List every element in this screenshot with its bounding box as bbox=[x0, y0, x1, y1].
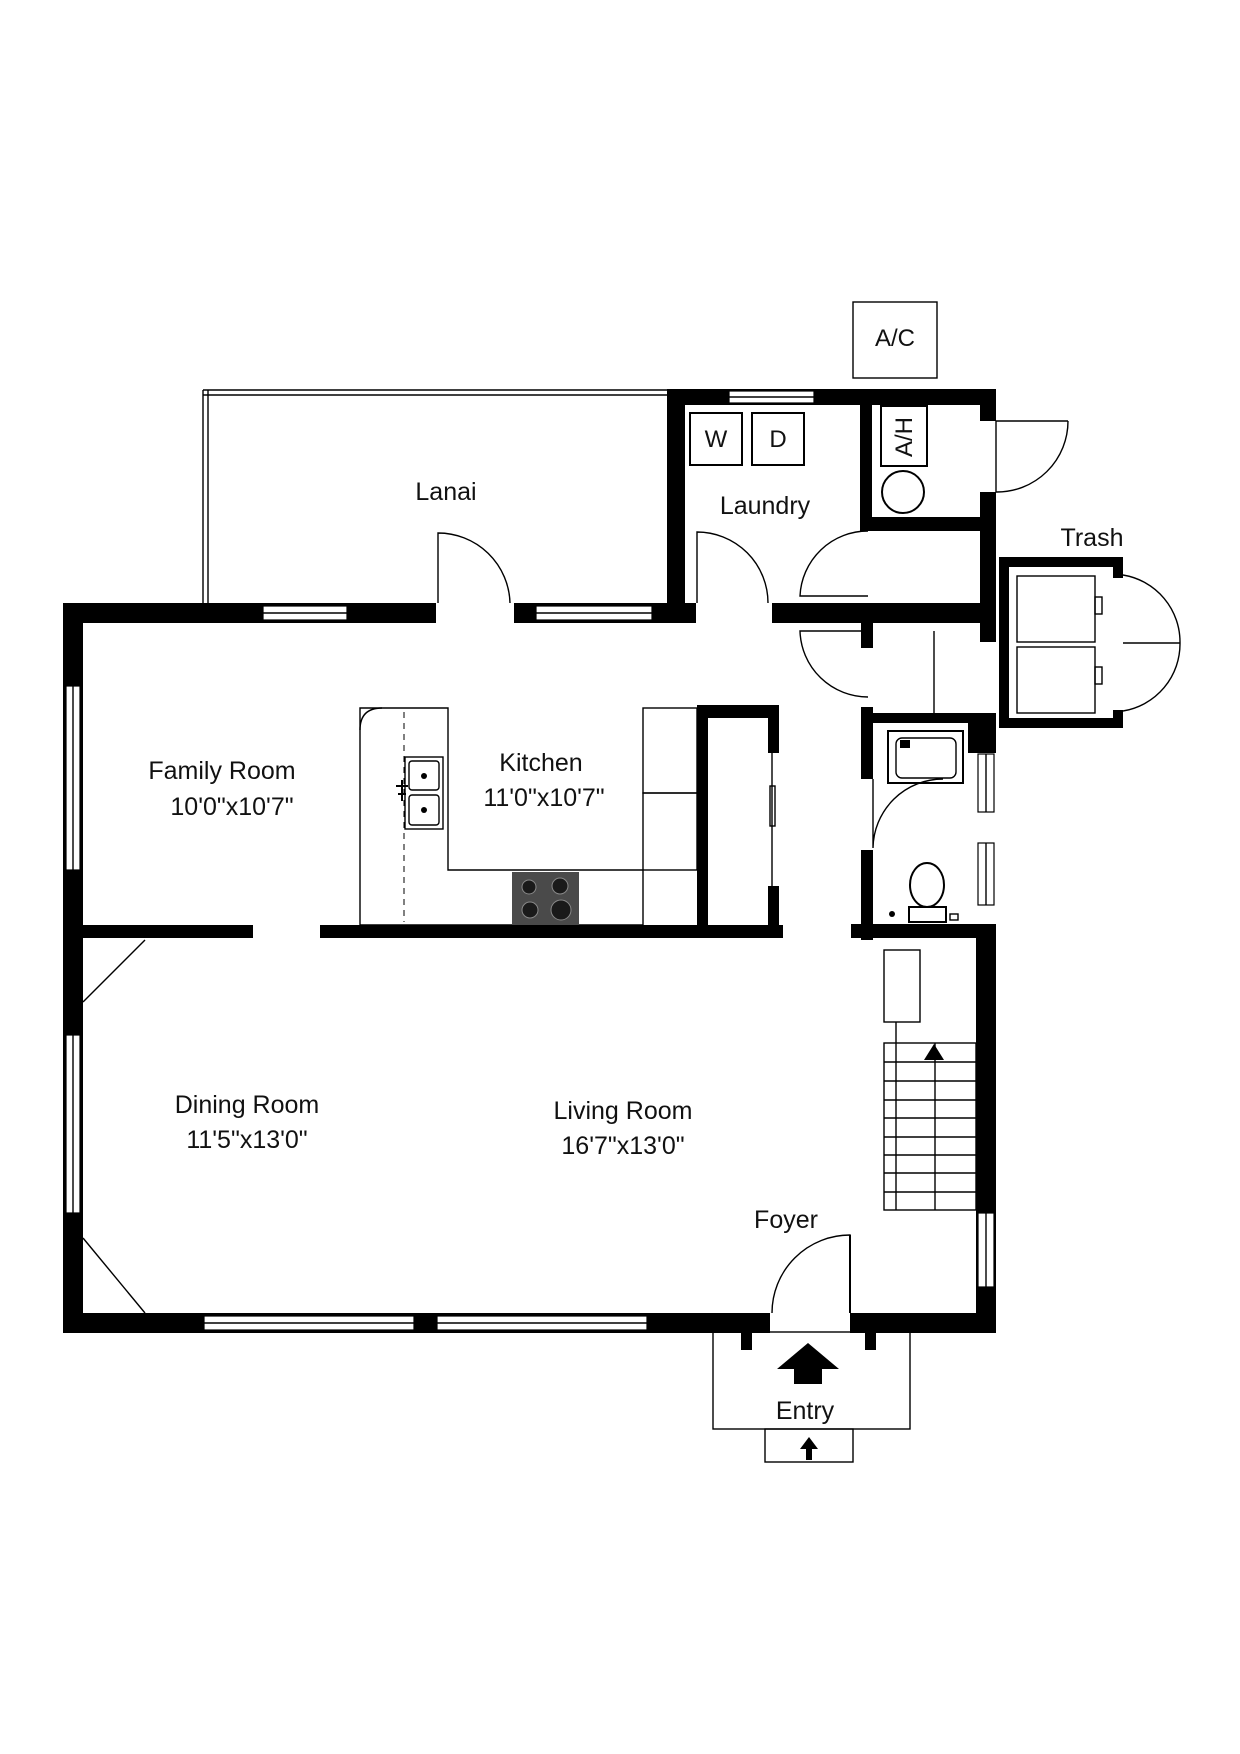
entry-porch bbox=[712, 1331, 911, 1463]
lanai-outline bbox=[202, 389, 667, 603]
bath-door-swing bbox=[872, 778, 944, 849]
window bbox=[977, 842, 995, 906]
dryer-icon bbox=[751, 412, 805, 466]
pantry-door-icon bbox=[769, 752, 776, 886]
room-label-trash: Trash bbox=[1061, 524, 1124, 552]
entry-step-arrow-icon bbox=[800, 1437, 818, 1460]
stairs bbox=[883, 949, 977, 1211]
trash-door-swing bbox=[1122, 574, 1181, 712]
room-size-living-room: 16'7"x13'0" bbox=[561, 1132, 684, 1160]
trash-enclosure bbox=[999, 557, 1181, 728]
window bbox=[262, 605, 348, 621]
window bbox=[203, 1315, 415, 1331]
window bbox=[65, 685, 81, 871]
window bbox=[65, 1034, 81, 1214]
ac-label: A/C bbox=[875, 325, 915, 352]
room-label-dining-room: Dining Room bbox=[175, 1091, 320, 1119]
window bbox=[535, 605, 653, 621]
windows bbox=[65, 390, 995, 1331]
closet-door-swing bbox=[799, 630, 869, 698]
washer-label: W bbox=[705, 426, 728, 453]
ah-door-swing bbox=[995, 420, 1069, 493]
window bbox=[728, 390, 815, 404]
ac-unit bbox=[852, 301, 938, 379]
stairs-arrow-icon bbox=[924, 1044, 944, 1060]
interior-walls bbox=[83, 705, 783, 938]
room-label-lanai: Lanai bbox=[415, 478, 476, 506]
room-label-family-room: Family Room bbox=[148, 757, 295, 785]
window bbox=[977, 1212, 995, 1288]
doors bbox=[82, 420, 1069, 1314]
closet-door-swing bbox=[799, 530, 869, 597]
room-size-family-room: 10'0"x10'7" bbox=[170, 793, 293, 821]
room-label-laundry: Laundry bbox=[720, 492, 811, 520]
washer-icon bbox=[689, 412, 743, 466]
bath-sink-icon bbox=[887, 730, 964, 784]
entry-arrow-icon bbox=[777, 1343, 839, 1384]
room-label-kitchen: Kitchen bbox=[499, 749, 582, 777]
laundry-door-swing bbox=[696, 531, 769, 604]
room-label-foyer: Foyer bbox=[754, 1206, 818, 1234]
room-size-kitchen: 11'0"x10'7" bbox=[483, 784, 604, 812]
kitchen-counters bbox=[359, 707, 698, 926]
window bbox=[436, 1315, 648, 1331]
dryer-label: D bbox=[769, 426, 786, 453]
window bbox=[977, 753, 995, 813]
lanai-door-swing bbox=[437, 532, 511, 604]
cooktop-icon bbox=[512, 872, 579, 925]
room-size-dining-room: 11'5"x13'0" bbox=[186, 1126, 307, 1154]
room-label-entry: Entry bbox=[776, 1397, 835, 1425]
foyer-door-swing bbox=[771, 1234, 851, 1314]
air-handler-label: A/H bbox=[891, 417, 918, 457]
room-label-living-room: Living Room bbox=[554, 1097, 693, 1125]
air-handler-icon bbox=[880, 405, 928, 514]
sink-icon bbox=[396, 756, 444, 830]
toilet-icon bbox=[889, 862, 959, 923]
